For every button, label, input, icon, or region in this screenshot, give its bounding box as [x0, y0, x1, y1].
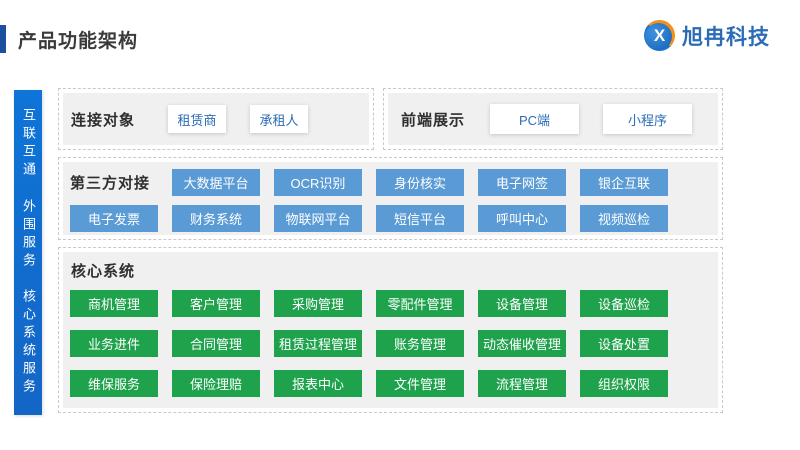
title-accent-bar [0, 25, 6, 53]
logo-text: 旭冉科技 [682, 25, 770, 49]
section-frontend-display: 前端展示 PC端小程序 [383, 88, 723, 150]
third-party-chip: 物联网平台 [274, 205, 362, 232]
core-module-chip: 文件管理 [376, 370, 464, 397]
left-category-rail: 互联互通 外围服务 核心系统服务 [14, 90, 42, 415]
core-module-chip: 流程管理 [478, 370, 566, 397]
core-module-chip: 业务进件 [70, 330, 158, 357]
third-party-chip: 短信平台 [376, 205, 464, 232]
core-module-chip: 采购管理 [274, 290, 362, 317]
core-module-chip: 设备巡检 [580, 290, 668, 317]
third-party-chip: 财务系统 [172, 205, 260, 232]
section-third-party: 第三方对接 大数据平台 OCR识别身份核实电子网签银企互联 电子发票财务系统物联网… [58, 157, 723, 240]
core-module-chip: 设备处置 [580, 330, 668, 357]
third-party-chip: 身份核实 [376, 169, 464, 196]
section-frontend-display-body: 前端展示 PC端小程序 [388, 93, 718, 145]
core-module-chip: 合同管理 [172, 330, 260, 357]
company-logo: X 旭冉科技 [644, 20, 770, 51]
third-party-label-cell: 第三方对接 [70, 169, 158, 196]
connect-object-chip: 承租人 [250, 105, 309, 133]
third-party-chip: 银企互联 [580, 169, 668, 196]
frontend-display-chips: PC端小程序 [465, 104, 693, 134]
section-core-system-body: 核心系统 商机管理客户管理采购管理零配件管理设备管理设备巡检 业务进件合同管理租… [63, 252, 718, 408]
connect-objects-chips: 租赁商承租人 [135, 105, 309, 133]
third-party-chip: OCR识别 [274, 169, 362, 196]
rail-label-interconnect: 互联互通 [21, 108, 36, 181]
core-module-chip: 设备管理 [478, 290, 566, 317]
third-party-chip: 电子网签 [478, 169, 566, 196]
logo-monogram: X [653, 25, 666, 45]
third-party-chip: 大数据平台 [172, 169, 260, 196]
connect-object-chip: 租赁商 [168, 105, 227, 133]
core-module-chip: 账务管理 [376, 330, 464, 357]
core-module-chip: 动态催收管理 [478, 330, 566, 357]
page-title: 产品功能架构 [18, 31, 139, 52]
core-module-chip: 报表中心 [274, 370, 362, 397]
section-third-party-body: 第三方对接 大数据平台 OCR识别身份核实电子网签银企互联 电子发票财务系统物联网… [63, 162, 718, 235]
section-label-third-party: 第三方对接 [70, 175, 151, 192]
third-party-row-1: 第三方对接 大数据平台 OCR识别身份核实电子网签银企互联 [70, 169, 718, 196]
third-party-row-2: 电子发票财务系统物联网平台短信平台呼叫中心视频巡检 [70, 205, 718, 232]
section-connect-objects-body: 连接对象 租赁商承租人 [63, 93, 369, 145]
logo-icon: X [644, 20, 675, 51]
rail-label-peripheral-services: 外围服务 [21, 198, 36, 271]
frontend-chip: 小程序 [603, 104, 693, 134]
frontend-chip: PC端 [490, 104, 580, 134]
third-party-chip: 电子发票 [70, 205, 158, 232]
core-module-chip: 商机管理 [70, 290, 158, 317]
core-module-chip: 客户管理 [172, 290, 260, 317]
core-module-chip: 组织权限 [580, 370, 668, 397]
section-label-connect-objects: 连接对象 [71, 111, 136, 129]
rail-label-core-system-services: 核心系统服务 [21, 288, 36, 397]
section-label-frontend-display: 前端展示 [401, 111, 466, 129]
section-core-system: 核心系统 商机管理客户管理采购管理零配件管理设备管理设备巡检 业务进件合同管理租… [58, 247, 723, 413]
section-connect-objects: 连接对象 租赁商承租人 [58, 88, 374, 150]
third-party-chip: 呼叫中心 [478, 205, 566, 232]
core-module-chip: 维保服务 [70, 370, 158, 397]
core-system-row-2: 业务进件合同管理租赁过程管理账务管理动态催收管理设备处置 [70, 330, 718, 357]
section-label-core-system: 核心系统 [71, 263, 136, 280]
core-module-chip: 保险理赔 [172, 370, 260, 397]
core-module-chip: 零配件管理 [376, 290, 464, 317]
core-system-row-3: 维保服务保险理赔报表中心文件管理流程管理组织权限 [70, 370, 718, 397]
third-party-chip: 视频巡检 [580, 205, 668, 232]
core-module-chip: 租赁过程管理 [274, 330, 362, 357]
core-system-row-1: 商机管理客户管理采购管理零配件管理设备管理设备巡检 [70, 290, 718, 317]
